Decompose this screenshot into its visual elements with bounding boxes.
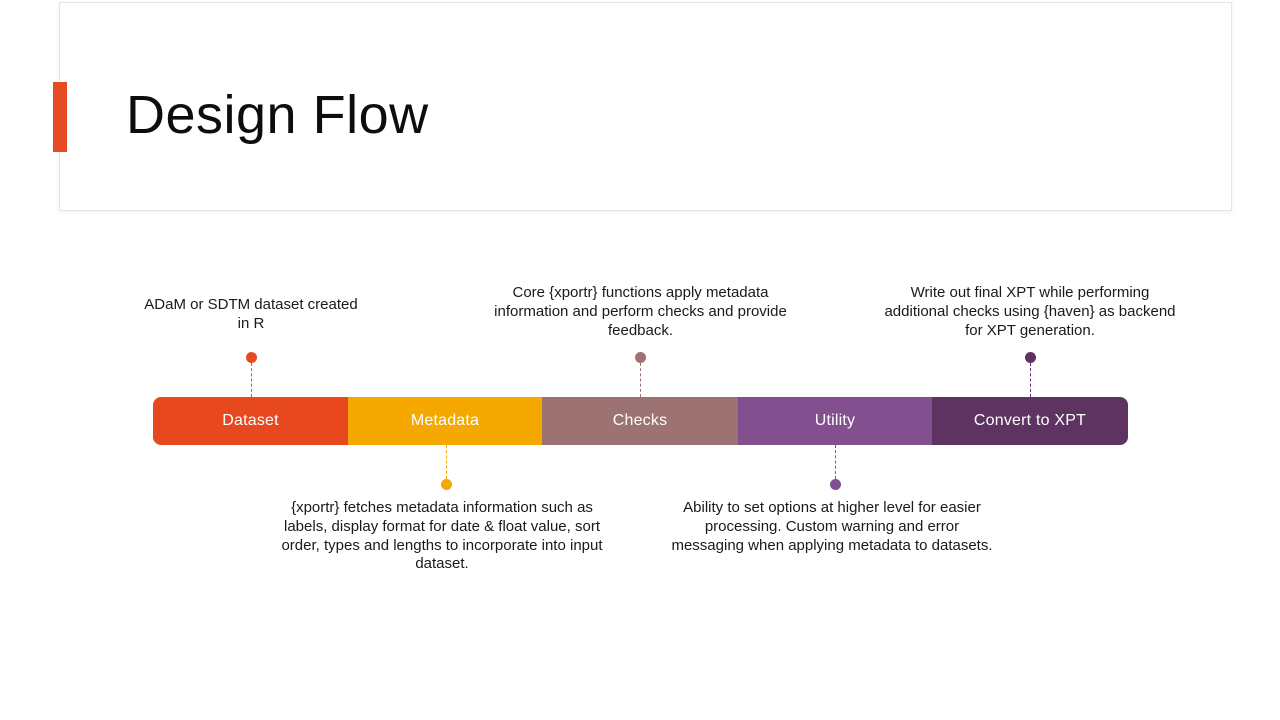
annotation-metadata: {xportr} fetches metadata information su… <box>281 499 603 573</box>
process-segment-utility[interactable]: Utility <box>738 397 932 445</box>
title-card <box>59 2 1232 211</box>
process-flow-bar: Dataset Metadata Checks Utility Convert … <box>153 397 1128 445</box>
annotation-checks: Core {xportr} functions apply metadata i… <box>494 284 787 339</box>
annotation-convert-to-xpt: Write out final XPT while performing add… <box>884 284 1176 339</box>
annotation-dataset: ADaM or SDTM dataset created in R <box>144 296 358 332</box>
title-accent-bar <box>53 82 67 152</box>
process-segment-metadata[interactable]: Metadata <box>348 397 542 445</box>
connector-line-metadata <box>446 445 447 479</box>
process-segment-convert-to-xpt[interactable]: Convert to XPT <box>932 397 1128 445</box>
connector-line-dataset <box>251 363 252 397</box>
annotation-utility: Ability to set options at higher level f… <box>671 499 993 554</box>
connector-line-checks <box>640 363 641 397</box>
connector-dot-metadata <box>441 479 452 490</box>
process-segment-dataset[interactable]: Dataset <box>153 397 348 445</box>
connector-dot-checks <box>635 352 646 363</box>
connector-dot-utility <box>830 479 841 490</box>
connector-line-convert-to-xpt <box>1030 363 1031 397</box>
process-segment-checks[interactable]: Checks <box>542 397 738 445</box>
page-title: Design Flow <box>126 85 429 145</box>
connector-line-utility <box>835 445 836 479</box>
connector-dot-dataset <box>246 352 257 363</box>
connector-dot-convert-to-xpt <box>1025 352 1036 363</box>
